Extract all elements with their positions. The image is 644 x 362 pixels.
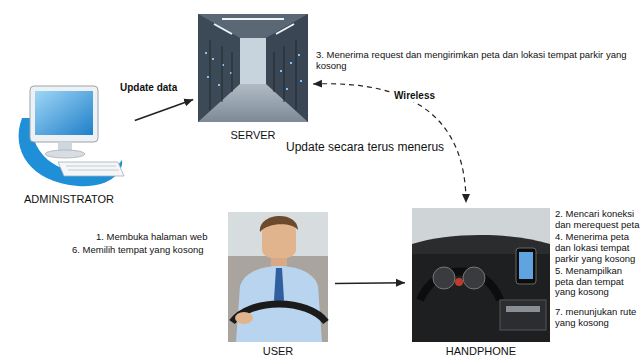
- edge-label: Wireless: [392, 90, 437, 102]
- administrator-node: ADMINISTRATOR: [6, 82, 132, 206]
- user-node: USER: [224, 210, 332, 358]
- step-note: 5. Menampilkan peta dan tempat yang koso…: [555, 266, 641, 298]
- step-note: 2. Mencari koneksi dan merequest peta: [555, 209, 641, 230]
- step-note: 4. Menerima peta dan lokasi tempat parki…: [555, 232, 641, 264]
- step-note: 3. Menerima request dan mengirimkan peta…: [316, 50, 638, 71]
- step-note: 7. menunjukan rute yang kosong: [555, 307, 641, 328]
- node-caption: ADMINISTRATOR: [6, 193, 132, 206]
- computer-illustration: [19, 86, 124, 186]
- server-room-photo: [198, 14, 308, 122]
- handphone-node: HANDPHONE: [408, 206, 554, 358]
- flow-arrow: [335, 282, 405, 284]
- step-note: 6. Memilih tempat yang kosong: [72, 245, 224, 256]
- server-node: SERVER: [196, 14, 310, 142]
- steps-column: 2. Mencari koneksi dan merequest peta4. …: [555, 209, 641, 328]
- step-note: 1. Membuka halaman web: [96, 232, 224, 243]
- flow-arrow: [135, 99, 193, 120]
- dashboard-phone-photo: [412, 208, 550, 342]
- node-caption: HANDPHONE: [408, 345, 554, 358]
- step-note: Update secara terus menerus: [284, 141, 446, 154]
- node-caption: USER: [224, 345, 332, 358]
- driver-photo: [228, 212, 328, 342]
- edge-label: Update data: [118, 82, 179, 94]
